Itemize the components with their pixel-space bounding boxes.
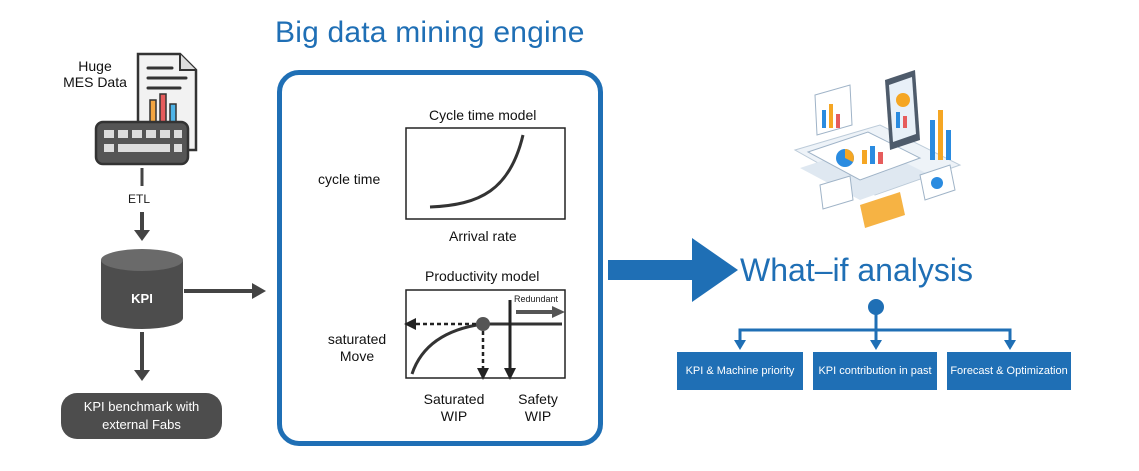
page-title: Big data mining engine bbox=[275, 16, 585, 49]
cycle-time-chart-frame bbox=[405, 127, 566, 220]
kpi-db-label: KPI bbox=[131, 291, 153, 306]
kpi-benchmark-box: KPI benchmark with external Fabs bbox=[61, 393, 222, 439]
whatif-title: What–if analysis bbox=[740, 252, 973, 288]
cycle-chart-xlabel: Arrival rate bbox=[449, 228, 517, 244]
box-forecast-optimization: Forecast & Optimization bbox=[947, 352, 1071, 390]
cycle-chart-ylabel: cycle time bbox=[318, 171, 381, 187]
safety-wip-label: Safety WIP bbox=[518, 391, 558, 424]
box-kpi-contribution: KPI contribution in past bbox=[813, 352, 937, 390]
keyboard-icon bbox=[94, 120, 190, 166]
saturation-point bbox=[476, 317, 490, 331]
etl-label: ETL bbox=[128, 192, 151, 206]
saturated-wip-label: Saturated WIP bbox=[423, 391, 485, 424]
mes-data-label: Huge MES Data bbox=[63, 58, 127, 90]
productivity-chart-title: Productivity model bbox=[425, 268, 540, 284]
productivity-chart-frame bbox=[405, 289, 566, 379]
box-kpi-machine-priority: KPI & Machine priority bbox=[677, 352, 803, 390]
redundant-label: Redundant bbox=[514, 294, 559, 304]
flow-arrow bbox=[608, 260, 700, 280]
engine-box bbox=[277, 70, 603, 446]
productivity-chart-ylabel: saturated Move bbox=[327, 331, 387, 364]
cycle-chart-title: Cycle time model bbox=[429, 107, 537, 123]
database-icon bbox=[101, 249, 183, 329]
cycle-time-curve bbox=[429, 134, 525, 209]
isometric-dashboard-illustration bbox=[793, 70, 962, 228]
